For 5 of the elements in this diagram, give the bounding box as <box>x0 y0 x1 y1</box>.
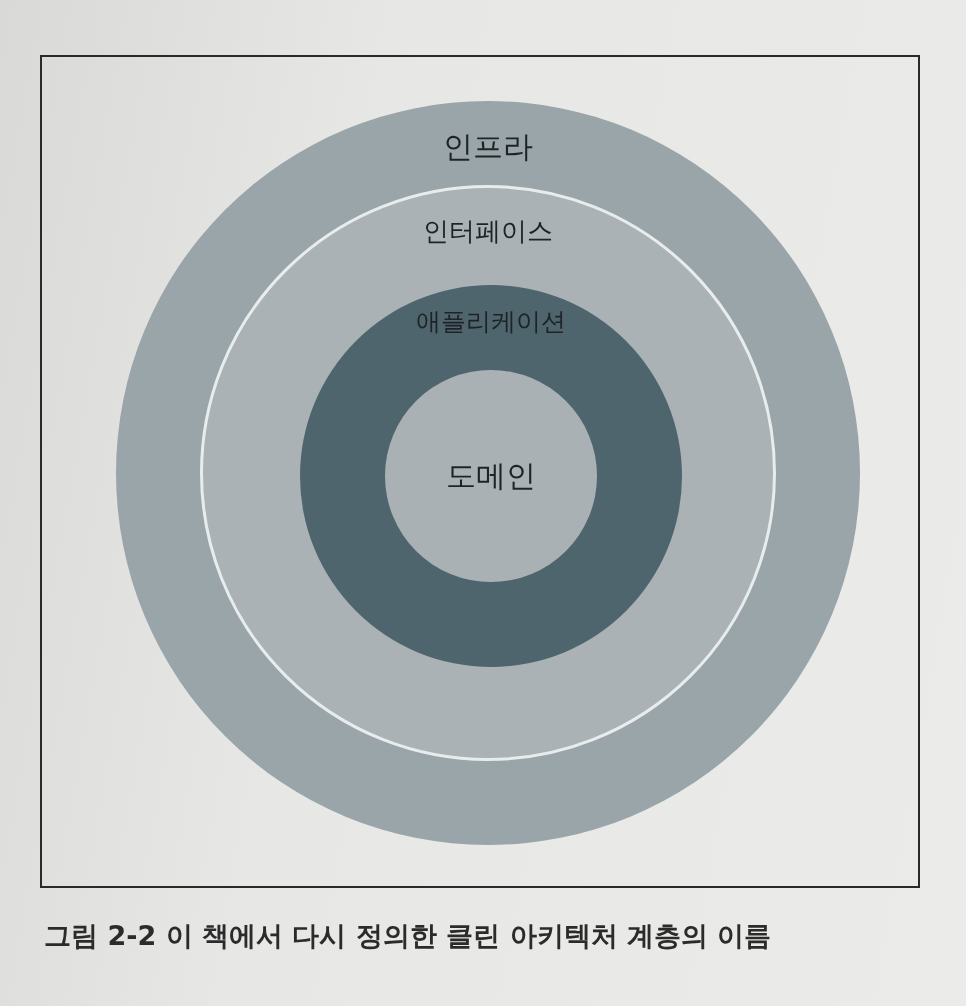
layer-label: 인프라 <box>442 128 534 166</box>
figure-caption: 그림 2-2 이 책에서 다시 정의한 클린 아키텍처 계층의 이름 <box>44 919 772 953</box>
layer-label: 도메인 <box>445 456 537 495</box>
layer-label: 인터페이스 <box>422 215 554 248</box>
layer-label: 애플리케이션 <box>415 306 567 338</box>
